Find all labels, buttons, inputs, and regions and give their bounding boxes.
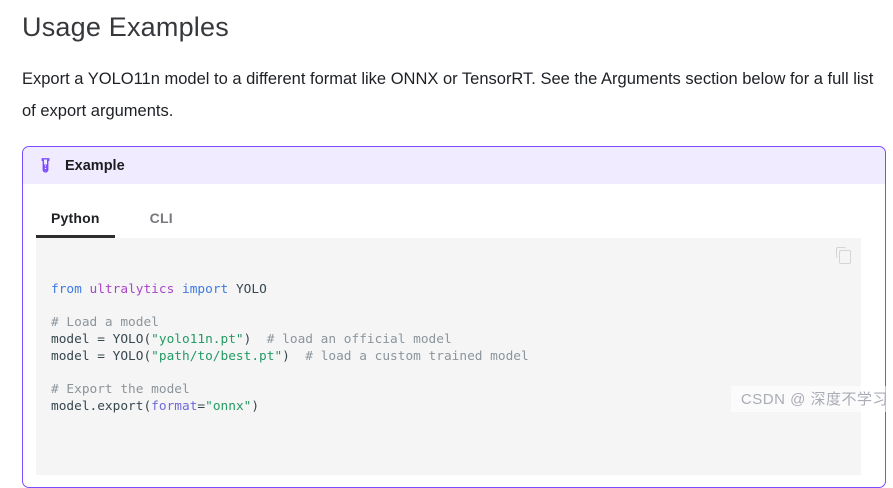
code-token-comment: # load an official model — [266, 331, 452, 347]
code-token-comment: # load a custom trained model — [305, 348, 529, 364]
code-line — [51, 298, 847, 315]
code-token-string: "yolo11n.pt" — [151, 331, 244, 347]
test-tube-icon — [41, 158, 50, 173]
code-line: model = YOLO("path/to/best.pt") # load a… — [51, 349, 847, 366]
code-token-namespace: ultralytics — [89, 281, 175, 297]
code-token-plain: ) — [243, 331, 267, 347]
code-token-comment: # Export the model — [51, 382, 190, 398]
page-title: Usage Examples — [22, 12, 229, 42]
code-token-plain: YOLO — [228, 281, 267, 297]
code-lines: from ultralytics import YOLO # Load a mo… — [51, 282, 847, 416]
intro-paragraph: Export a YOLO11n model to a different fo… — [22, 70, 874, 120]
example-admonition-title: Example — [65, 157, 125, 174]
code-token-string: "onnx" — [205, 399, 252, 415]
code-token-plain — [82, 282, 90, 297]
copy-icon[interactable] — [836, 247, 853, 265]
code-line: from ultralytics import YOLO — [51, 282, 847, 299]
code-token-comment: # Load a model — [51, 315, 159, 331]
example-admonition-body: Python CLI from ultralytics import YOLO … — [23, 184, 885, 487]
code-tabbar: Python CLI — [36, 201, 861, 238]
csdn-watermark: CSDN @ 深度不学习 — [730, 386, 893, 412]
code-token-plain — [174, 282, 182, 297]
code-token-plain: model = YOLO( — [51, 348, 152, 364]
code-token-plain: model.export( — [51, 399, 152, 415]
code-token-plain: ) — [251, 399, 260, 415]
code-line: # Export the model — [51, 382, 847, 399]
python-code-block: from ultralytics import YOLO # Load a mo… — [36, 238, 861, 476]
example-admonition: Example Python CLI from ultralytics impo… — [22, 146, 886, 488]
code-token-plain: model = YOLO( — [51, 331, 152, 347]
code-line: # Load a model — [51, 315, 847, 332]
code-token-string: "path/to/best.pt" — [151, 348, 283, 364]
code-token-plain: ) — [282, 348, 306, 364]
code-token-keyword: import — [182, 281, 229, 297]
copy-icon-front-square — [839, 250, 851, 264]
code-line: model.export(format="onnx") — [51, 399, 847, 416]
code-token-keyword: from — [51, 281, 82, 297]
code-line — [51, 366, 847, 383]
copy-icon-back-square — [836, 247, 846, 258]
code-token-param: format — [151, 399, 198, 415]
tab-cli[interactable]: CLI — [149, 210, 173, 226]
tab-python[interactable]: Python — [36, 201, 115, 238]
code-token-plain: = — [197, 399, 206, 415]
example-admonition-header: Example — [23, 147, 885, 184]
code-line: model = YOLO("yolo11n.pt") # load an off… — [51, 332, 847, 349]
